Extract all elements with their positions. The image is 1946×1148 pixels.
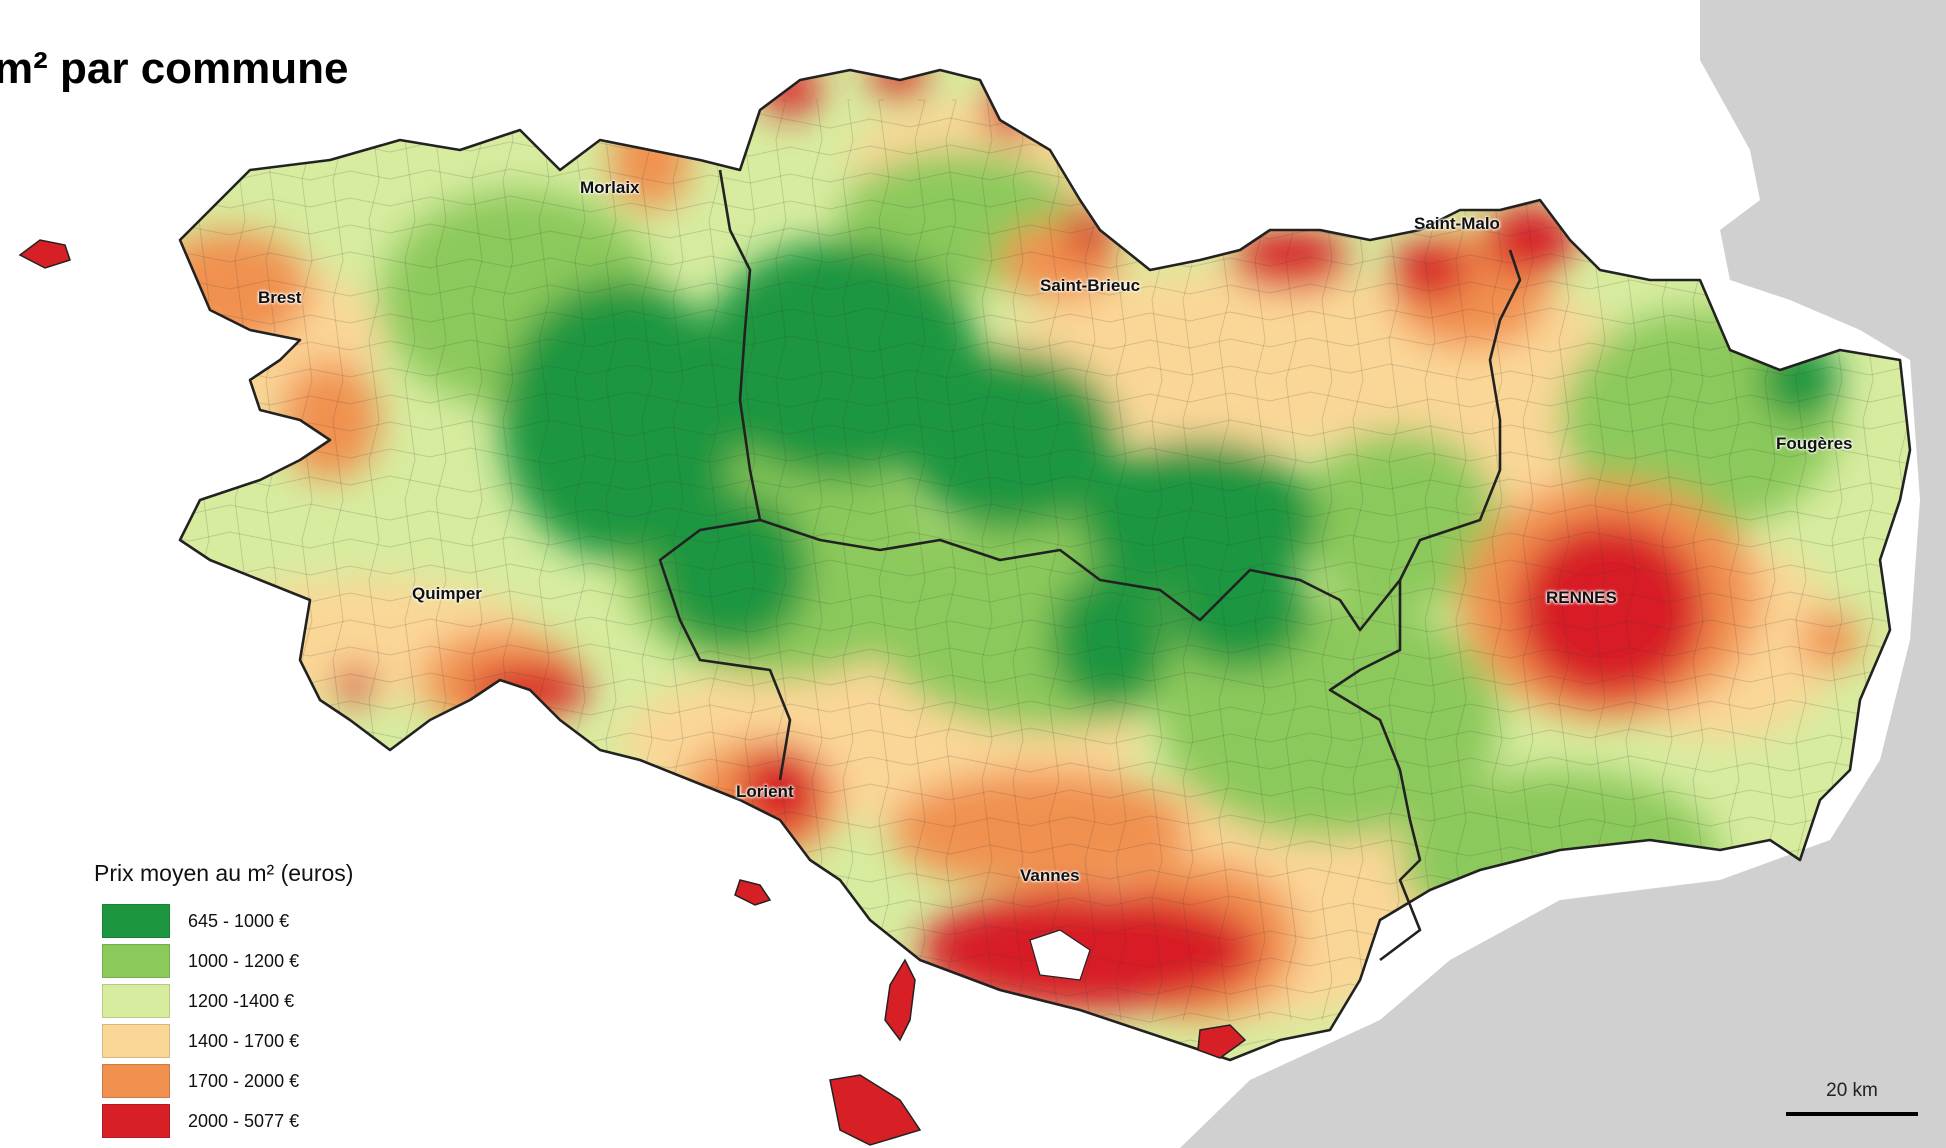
scale-label: 20 km xyxy=(1826,1080,1878,1101)
city-label-rennes: RENNES xyxy=(1546,588,1617,607)
legend-swatch xyxy=(102,984,170,1018)
commune-line xyxy=(981,99,993,1021)
scale-line xyxy=(1786,1112,1918,1116)
neighbour-land-east xyxy=(1180,0,1946,1148)
price-zone xyxy=(1300,430,1500,610)
commune-line xyxy=(180,335,1910,353)
commune-line xyxy=(945,99,957,1021)
legend-label: 1700 - 2000 € xyxy=(188,1070,300,1091)
commune-line xyxy=(180,615,1910,633)
commune-line xyxy=(180,391,1910,409)
commune-line xyxy=(180,363,1910,381)
island-belle-ile xyxy=(829,1074,922,1146)
price-zone xyxy=(1485,205,1575,275)
commune-line xyxy=(180,643,1910,661)
city-label-saint-malo: Saint-Malo xyxy=(1414,214,1500,233)
price-zone xyxy=(500,280,740,560)
commune-line xyxy=(180,279,1910,297)
legend-item: 1700 - 2000 € xyxy=(94,1061,424,1101)
commune-line xyxy=(180,447,1910,465)
price-zone xyxy=(760,70,820,115)
map-title: m² par commune xyxy=(0,44,349,93)
legend-label: 2000 - 5077 € xyxy=(188,1110,300,1131)
commune-line xyxy=(180,671,1910,689)
commune-line xyxy=(1455,99,1467,1021)
commune-line xyxy=(180,111,1910,129)
price-zone xyxy=(1070,200,1110,260)
commune-line xyxy=(180,559,1910,577)
border-cotes-armor xyxy=(759,249,1522,632)
commune-line xyxy=(914,99,926,1021)
price-zone xyxy=(900,350,1120,530)
commune-line xyxy=(180,475,1910,493)
legend-item: 2000 - 5077 € xyxy=(94,1101,424,1141)
department-borders xyxy=(178,68,1912,1062)
legend-label: 1200 -1400 € xyxy=(188,990,295,1011)
commune-line xyxy=(878,99,890,1021)
neighbouring-land xyxy=(1180,0,1946,1148)
legend-label: 1000 - 1200 € xyxy=(188,950,300,971)
legend-title: Prix moyen au m² (euros) xyxy=(94,860,354,886)
commune-line xyxy=(842,99,854,1021)
city-label-morlaix: Morlaix xyxy=(580,178,640,197)
legend-swatch xyxy=(102,904,170,938)
commune-line xyxy=(180,503,1910,521)
legend-item: 1400 - 1700 € xyxy=(94,1021,424,1061)
city-label-quimper: Quimper xyxy=(412,584,482,603)
price-zone xyxy=(1170,550,1310,670)
city-label-fougeres: Fougères xyxy=(1776,434,1853,453)
commune-line xyxy=(1048,99,1060,1021)
legend-label: 645 - 1000 € xyxy=(188,910,290,931)
price-blobs xyxy=(180,70,1860,1020)
price-zone xyxy=(650,490,810,650)
commune-line xyxy=(811,99,823,1021)
price-zone xyxy=(1050,570,1170,710)
price-zone xyxy=(1230,230,1350,290)
legend-item: 1200 -1400 € xyxy=(94,981,424,1021)
commune-line xyxy=(1012,99,1024,1021)
commune-line xyxy=(180,531,1910,549)
price-zone xyxy=(985,80,1035,140)
island-quiberon xyxy=(884,958,916,1042)
city-label-vannes: Vannes xyxy=(1020,866,1080,885)
golfe-morbihan xyxy=(1029,929,1091,981)
legend-swatch xyxy=(102,1064,170,1098)
island-groix xyxy=(734,879,772,906)
price-zone xyxy=(1800,610,1860,670)
commune-line xyxy=(1491,99,1503,1021)
commune-line xyxy=(180,587,1910,605)
border-finistere xyxy=(658,169,792,781)
scale-bar: 20 km xyxy=(1786,1080,1918,1116)
legend-swatch xyxy=(102,1104,170,1138)
island-noirmoutier xyxy=(1197,1024,1247,1059)
city-label-lorient: Lorient xyxy=(736,782,794,801)
island-ouessant xyxy=(18,239,71,269)
price-zone xyxy=(1390,240,1470,300)
city-label-brest: Brest xyxy=(258,288,302,307)
legend-swatch xyxy=(102,1024,170,1058)
commune-line xyxy=(180,307,1910,325)
city-label-saint-brieuc: Saint-Brieuc xyxy=(1040,276,1141,295)
border-ille-vilaine xyxy=(1328,580,1422,962)
legend-item: 645 - 1000 € xyxy=(94,901,424,941)
islands xyxy=(18,239,1247,1146)
price-zone xyxy=(1515,520,1705,700)
commune-line xyxy=(180,419,1910,437)
legend: Prix moyen au m² (euros) 645 - 1000 € 10… xyxy=(94,860,424,1141)
region-outline xyxy=(178,68,1912,1062)
price-zone xyxy=(890,770,1190,890)
legend-label: 1400 - 1700 € xyxy=(188,1030,300,1051)
legend-item: 1000 - 1200 € xyxy=(94,941,424,981)
price-zone xyxy=(335,665,375,705)
commune-line xyxy=(180,699,1910,717)
legend-swatch xyxy=(102,944,170,978)
